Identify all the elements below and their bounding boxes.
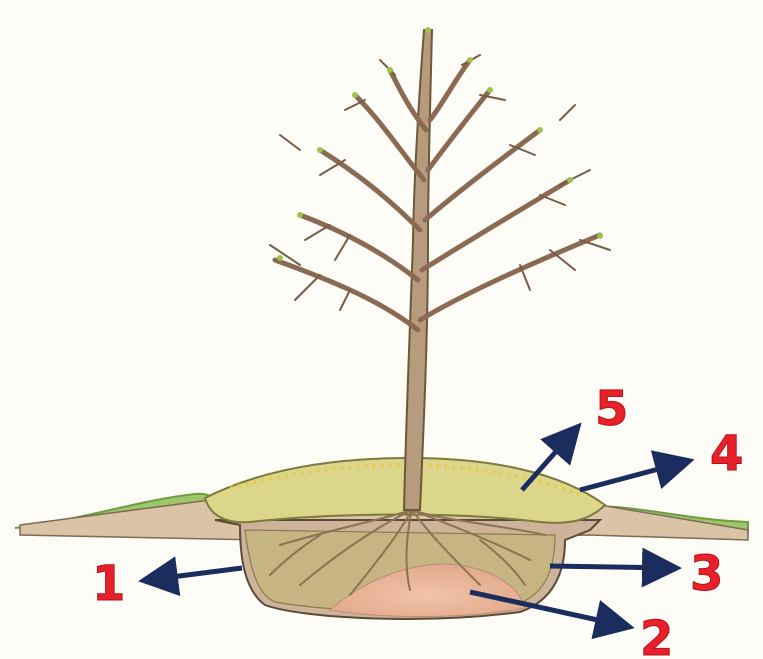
tree-branches: [275, 60, 600, 330]
label-1: 1: [92, 556, 125, 612]
tree-twigs: [270, 55, 610, 310]
arrow-3: [550, 566, 672, 568]
label-5: 5: [595, 381, 628, 437]
arrow-4: [580, 462, 685, 490]
arrow-1: [148, 568, 242, 580]
label-4: 4: [710, 426, 743, 482]
label-2: 2: [640, 611, 673, 659]
label-3: 3: [690, 546, 723, 602]
